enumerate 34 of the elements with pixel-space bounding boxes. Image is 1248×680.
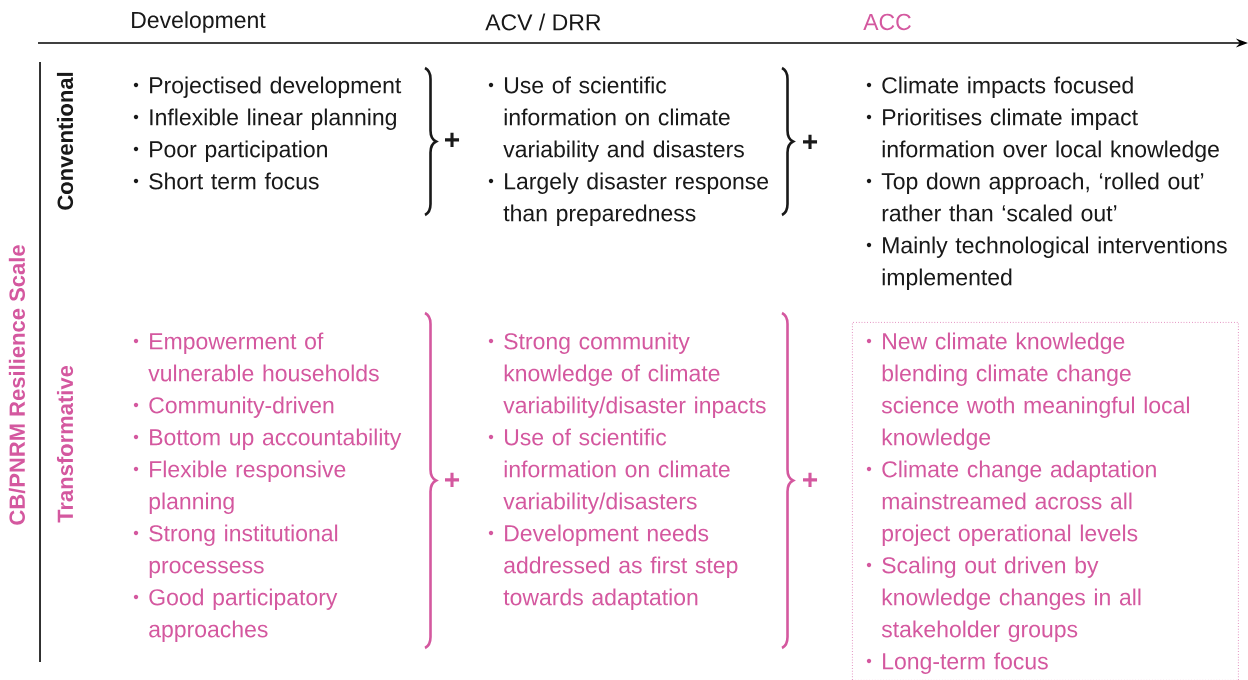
list-item: Bottom up accountability bbox=[133, 428, 402, 450]
list-item: Top down approach, ‘rolled out’ rather than ‘scaled out’ bbox=[866, 172, 1204, 222]
list-item: Scaling out driven by knowledge changes in all stakeholder groups bbox=[866, 556, 1141, 642]
list-item: Strong community knowledge of climate variability/disaster inpacts bbox=[488, 332, 766, 418]
list-item: Projectised development bbox=[133, 76, 402, 98]
column-heading: ACC bbox=[863, 13, 911, 31]
list-item: Largely disaster response than preparedness bbox=[488, 172, 769, 226]
list-item: Empowerment of vulnerable households bbox=[133, 332, 379, 382]
plus-sign: + bbox=[445, 132, 460, 147]
list-item: Prioritises climate impact information over local knowledge bbox=[866, 108, 1219, 162]
list-item: Mainly technological interventions implemented bbox=[866, 236, 1227, 290]
plus-sign: + bbox=[803, 134, 818, 149]
plus-sign: + bbox=[803, 472, 818, 487]
list-item: New climate knowledge blending climate change science woth meaningful local knowledge bbox=[866, 332, 1189, 450]
column-heading: Development bbox=[132, 11, 266, 33]
list-item: Inflexible linear planning bbox=[133, 108, 396, 130]
dotted-box bbox=[852, 322, 1239, 680]
row-heading: Conventional bbox=[56, 72, 74, 210]
list-item: Use of scientific information on climate variability/disasters bbox=[488, 428, 730, 514]
column-heading: ACV / DRR bbox=[485, 13, 601, 31]
list-item: Flexible responsive planning bbox=[133, 460, 346, 514]
plus-sign: + bbox=[445, 472, 460, 487]
list-item: Strong institutional processess bbox=[133, 524, 338, 578]
row-heading: Transformative bbox=[56, 365, 74, 523]
list-item: Long-term focus bbox=[866, 652, 1048, 674]
list-item: Short term focus bbox=[133, 172, 319, 190]
list-item: Good participatory approaches bbox=[133, 588, 338, 642]
list-item: Development needs addressed as first step towards adaptation bbox=[488, 524, 738, 610]
list-item: Use of scientific information on climate variability and disasters bbox=[488, 76, 744, 162]
list-item: Poor participation bbox=[133, 140, 327, 162]
list-item: Community-driven bbox=[133, 396, 334, 418]
list-item: Climate change adaptation mainstreamed across all project operational levels bbox=[866, 460, 1156, 546]
list-item: Climate impacts focused bbox=[866, 76, 1133, 98]
row-heading: CB/PNRM Resilience Scale bbox=[8, 245, 26, 525]
